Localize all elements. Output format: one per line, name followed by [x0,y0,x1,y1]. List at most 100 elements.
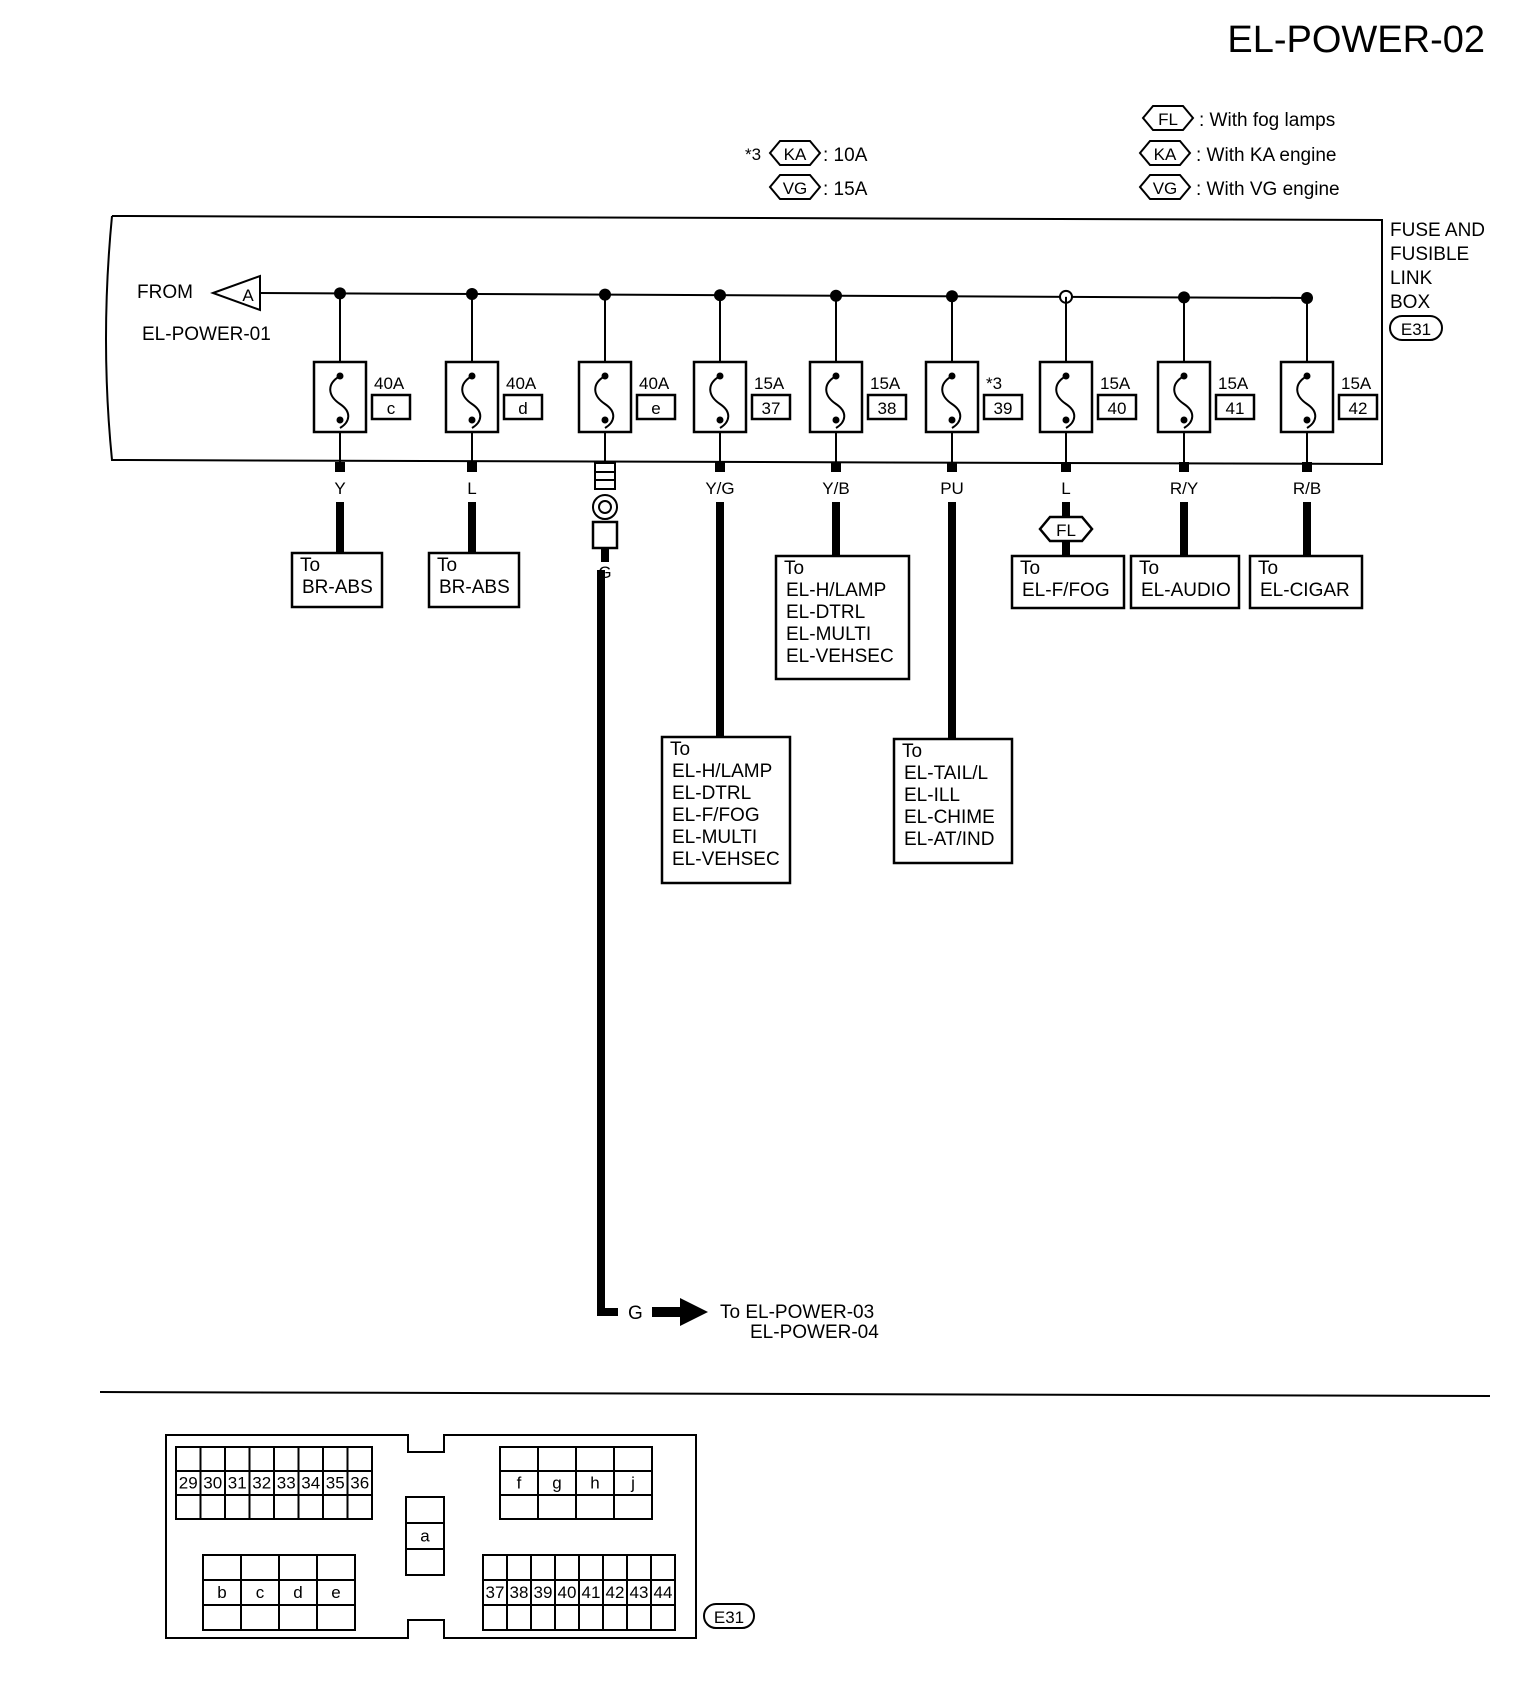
fuse-element-icon [709,375,730,429]
pin-bottom-right-cell [530,1554,556,1581]
fuse-id: d [518,399,527,418]
pin-bottom-right-cell [602,1554,628,1581]
box-connector-badge [1389,315,1443,341]
pin-top-right-cell [613,1446,653,1472]
ground-ring-icon [592,494,618,520]
fuse-id: e [651,399,660,418]
box-label-3: LINK [1390,268,1433,289]
pin-top-left-cell [248,1494,275,1520]
pin-top-right-cell [537,1494,577,1520]
from-label: FROM [137,282,193,303]
from-link: FROM EL-POWER-01 A [137,274,271,345]
pin-top-left-cell [224,1494,251,1520]
destination-box [1010,554,1126,610]
pin-top-right-cell [575,1446,615,1472]
destination-text: EL-H/LAMP [786,580,886,601]
connector-badge [703,1603,755,1629]
fuse-id-box [982,393,1024,421]
pin-middle-cell [405,1548,445,1576]
pin-bottom-left-pin: c [256,1583,265,1602]
fuse-rating: 40A [374,374,405,393]
pin-top-left-cell [175,1494,202,1520]
destination-text: EL-MULTI [672,827,757,848]
pin-top-right-pin: g [552,1473,561,1492]
box-label-4: BOX [1390,292,1430,313]
from-tag: A [242,286,254,305]
legend-ka-text: : With KA engine [1196,145,1336,166]
pin-middle-pin: a [420,1527,430,1546]
pin-top-left-cell [224,1446,251,1472]
pin-bottom-right-cell [554,1554,580,1581]
fuse-rating: 40A [639,374,670,393]
pin-bottom-right-cell [506,1579,532,1606]
destination-text: EL-VEHSEC [672,849,780,870]
pin-top-left-cell [297,1446,324,1472]
pin-bottom-left-cell [278,1604,318,1631]
fuse-rating: 15A [870,374,901,393]
fusible-link-terminal [594,462,616,490]
pin-top-right-cell [613,1470,653,1496]
pin-top-right-cell [537,1446,577,1472]
fuse-element-icon [594,375,615,429]
legend-vg-tag: VG [1153,179,1178,198]
wire-terminal [1302,462,1312,472]
note-star: *3 [745,145,761,164]
pin-top-left-cell [346,1494,373,1520]
fuse-contact [1062,372,1070,380]
from-page: EL-POWER-01 [142,324,271,345]
page-title: EL-POWER-02 [1227,19,1485,61]
fuse-id: 37 [762,399,781,418]
destination-text: EL-F/FOG [1022,580,1110,601]
destination-text: To [1139,558,1159,579]
pin-top-left-cell [273,1446,300,1472]
connector-id: E31 [714,1608,744,1627]
fuse-39-note: *3 KA : 10A VG : 15A [745,140,868,200]
pin-top-left-cell [297,1494,324,1520]
fuse-contact [336,372,344,380]
fuse-id-box [1096,393,1138,421]
fuse-38: 15A38Y/BToEL-H/LAMPEL-DTRLEL-MULTIEL-VEH… [774,289,911,681]
pin-bottom-right-cell [482,1604,508,1631]
wire-color-label: Y/G [705,479,734,498]
fuse-contact [468,416,476,424]
note-ka-text: : 10A [823,145,868,166]
pin-top-left-pin: 33 [277,1473,296,1492]
fuse-37: 15A37Y/GToEL-H/LAMPEL-DTRLEL-F/FOGEL-MUL… [660,289,792,885]
pin-top-right-pin: j [630,1473,635,1492]
destination-box [892,737,1014,865]
fuse-id-box [502,393,544,421]
destination-text: To [1258,558,1278,579]
pin-top-left-cell [346,1470,373,1496]
destination-box [660,735,792,885]
fuse-contact [948,416,956,424]
fuse-element-icon [1055,375,1076,429]
fuse-contact [948,372,956,380]
pin-bottom-right-cell [578,1604,604,1631]
destination-text: EL-TAIL/L [904,763,988,784]
fuse-id-box [750,393,792,421]
fuse-contact [1303,372,1311,380]
pin-bottom-right-cell [530,1604,556,1631]
pin-bottom-right-cell [626,1604,652,1631]
pin-bottom-right-cell [554,1604,580,1631]
pin-bottom-right-cell [650,1554,676,1581]
g-wire-label: G [628,1303,643,1324]
g-dest-2: EL-POWER-04 [750,1322,879,1343]
fuse-id: 41 [1226,399,1245,418]
fuse-id: 40 [1108,399,1127,418]
fuse-rating: *3 [986,374,1002,393]
destination-text: EL-AUDIO [1141,580,1231,601]
g-dest-1: To EL-POWER-03 [720,1302,874,1323]
legend: FL : With fog lamps KA : With KA engine … [1138,105,1340,200]
pin-bottom-left-cell [316,1554,356,1581]
box-label-2: FUSIBLE [1390,244,1469,265]
fuse-id-box [635,393,677,421]
pin-bottom-left-pin: e [331,1583,340,1602]
box-label-1: FUSE AND [1390,220,1485,241]
wire-terminal [467,462,477,472]
